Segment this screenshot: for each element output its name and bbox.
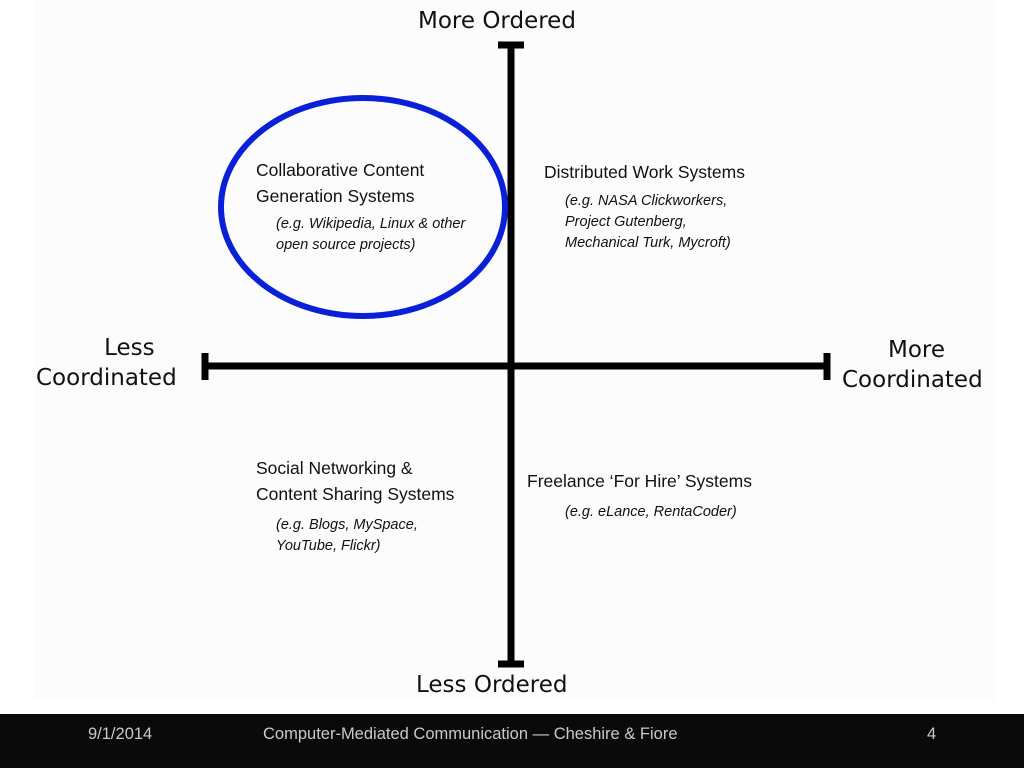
quadrant-example-line: (e.g. Blogs, MySpace, — [276, 517, 418, 533]
axis-label-right-line1: More — [888, 337, 946, 363]
axis-label-left-line1: Less — [104, 335, 155, 361]
quadrant-title-line: Distributed Work Systems — [544, 162, 745, 182]
quadrant-example-line: open source projects) — [276, 237, 416, 253]
axis-label-right-line2: Coordinated — [842, 367, 983, 393]
axis-label-bottom: Less Ordered — [416, 672, 568, 698]
quadrant-bottom-left: Social Networking & Content Sharing Syst… — [256, 455, 454, 557]
axis-label-right: More Coordinated — [842, 335, 983, 395]
quadrant-axes — [201, 41, 831, 668]
quadrant-example-line: Mechanical Turk, Mycroft) — [565, 235, 731, 251]
axis-label-top: More Ordered — [418, 8, 576, 34]
quadrant-title-line: Content Sharing Systems — [256, 484, 455, 504]
axis-label-left: Less Coordinated — [36, 333, 177, 393]
quadrant-top-right: Distributed Work Systems (e.g. NASA Clic… — [544, 159, 745, 254]
diagram-canvas — [34, 0, 996, 700]
footer-date: 9/1/2014 — [88, 725, 153, 743]
quadrant-example-line: (e.g. NASA Clickworkers, — [565, 193, 728, 209]
footer-title: Computer-Mediated Communication — Cheshi… — [263, 725, 678, 743]
quadrant-title-line: Freelance ‘For Hire’ Systems — [527, 471, 752, 491]
slide-footer: 9/1/2014 Computer-Mediated Communication… — [0, 714, 1024, 768]
quadrant-top-left: Collaborative Content Generation Systems… — [256, 157, 465, 256]
quadrant-title-line: Generation Systems — [256, 186, 415, 206]
highlight-circle — [218, 95, 508, 319]
quadrant-example-line: Project Gutenberg, — [565, 214, 687, 230]
footer-page-number: 4 — [927, 725, 937, 743]
quadrant-example-line: (e.g. Wikipedia, Linux & other — [276, 216, 466, 232]
quadrant-example-line: (e.g. eLance, RentaCoder) — [565, 504, 737, 520]
quadrant-title-line: Collaborative Content — [256, 160, 425, 180]
quadrant-example-line: YouTube, Flickr) — [276, 538, 381, 554]
quadrant-title-line: Social Networking & — [256, 458, 413, 478]
quadrant-bottom-right: Freelance ‘For Hire’ Systems (e.g. eLanc… — [527, 468, 752, 523]
axis-label-left-line2: Coordinated — [36, 365, 177, 391]
